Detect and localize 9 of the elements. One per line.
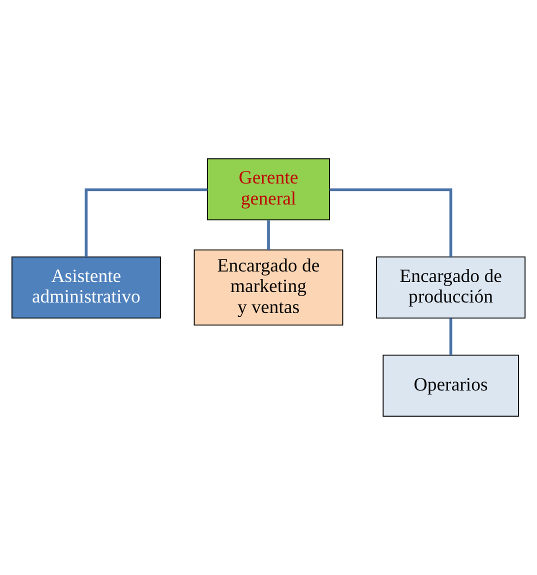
- node-box: Encargado de marketing y ventas: [194, 249, 344, 326]
- node-box: Gerente general: [206, 158, 330, 220]
- connector: [267, 220, 270, 250]
- node-box: Encargado de producción: [376, 256, 526, 319]
- connector: [330, 188, 452, 257]
- node-box: Operarios: [382, 354, 519, 417]
- connector: [84, 188, 208, 257]
- node-box: Asistente administrativo: [11, 256, 161, 319]
- connector: [449, 318, 452, 355]
